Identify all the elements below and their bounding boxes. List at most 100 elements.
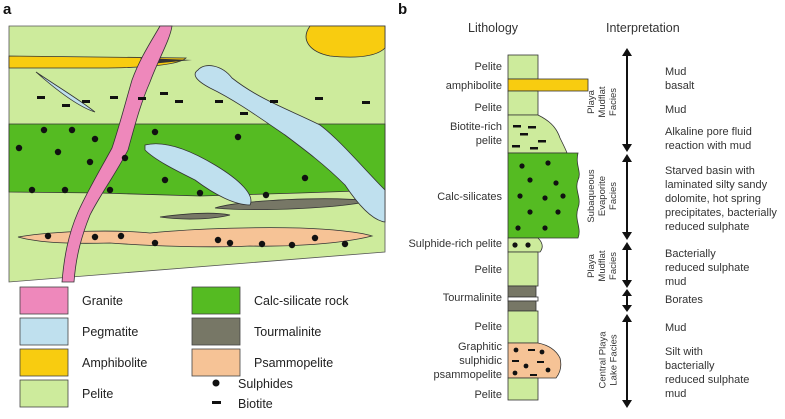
interp-label-silt: Silt with <box>665 346 703 358</box>
interp-label-alkaline: reaction with mud <box>665 140 751 152</box>
legend-label-tourmalinite: Tourmalinite <box>254 325 321 339</box>
column-pelite-1 <box>507 54 539 80</box>
column-sulphide-pelite <box>507 237 543 253</box>
legend-label-biotite: Biotite <box>238 397 273 411</box>
facies-line: Facies <box>608 252 619 280</box>
psammopelite-band <box>17 227 374 248</box>
interp-label-starved: precipitates, bacterially <box>665 207 777 219</box>
legend-swatch-pegmatite <box>19 317 69 346</box>
panel-a-label: a <box>3 1 12 18</box>
column-amphibolite <box>507 78 589 92</box>
interp-label-bacterial: mud <box>665 276 686 288</box>
legend-swatch-amphibolite <box>19 348 69 377</box>
lith-label-sulphide_pelite: Sulphide-rich pelite <box>408 238 502 250</box>
lithology-labels: PeliteamphibolitePeliteBiotite-richpelit… <box>408 61 502 401</box>
legend-label-pelite: Pelite <box>82 387 113 401</box>
legend-label-granite: Granite <box>82 294 123 308</box>
interp-label-mud2: Mud <box>665 322 686 334</box>
lith-label-pelite1: Pelite <box>474 61 502 73</box>
facies-line: Mudflat <box>597 250 608 282</box>
column-calc-dots <box>515 160 566 231</box>
pegmatite-body-large <box>194 65 386 223</box>
interp-label-bacterial: Bacterially <box>665 248 716 260</box>
interp-label-silt: reduced sulphate <box>665 374 749 386</box>
column-pelite-3 <box>507 251 539 287</box>
column-tourmalinite-lower <box>507 300 537 312</box>
column-tourmalinite-white <box>507 296 539 302</box>
biotite-dashes <box>37 92 370 115</box>
interp-label-alkaline: Alkaline pore fluid <box>665 126 752 138</box>
interp-label-mud_basalt: Mud <box>665 66 686 78</box>
facies-line: Playa <box>586 89 597 113</box>
lith-label-graphitic: psammopelite <box>434 369 502 381</box>
legend-label-amphibolite: Amphibolite <box>82 356 147 370</box>
facies-line: Evaporite <box>597 176 608 216</box>
lith-label-amphibolite: amphibolite <box>446 80 502 92</box>
column-calc-silicates <box>507 152 580 239</box>
facies-line: Playa <box>586 253 597 277</box>
facies-arrows <box>622 48 632 408</box>
legend-symbol-biotite <box>212 401 221 404</box>
legend-swatch-tourmalinite <box>191 317 241 346</box>
column-biotite-pelite <box>507 114 568 154</box>
interp-label-starved: laminated silty sandy <box>665 179 768 191</box>
lith-label-tourmalinite: Tourmalinite <box>443 292 502 304</box>
column-pelite-5 <box>507 377 539 401</box>
column-tourmalinite <box>507 285 537 298</box>
facies-line: Facies <box>608 88 619 116</box>
sulphide-dots <box>15 126 349 249</box>
legend-swatch-psammopelite <box>191 348 241 377</box>
column-psammopelite-marks <box>512 347 551 376</box>
pegmatite-vein-thin <box>35 71 96 113</box>
lith-label-graphitic: sulphidic <box>459 355 502 367</box>
legend-label-pegmatite: Pegmatite <box>82 325 138 339</box>
legend-swatch-pelite <box>19 379 69 408</box>
legend-label-calc_silicate: Calc-silicate rock <box>254 294 349 308</box>
legend-label-psammopelite: Psammopelite <box>254 356 333 370</box>
interp-label-silt: mud <box>665 388 686 400</box>
interp-label-starved: reduced sulphate <box>665 221 749 233</box>
interp-label-borates: Borates <box>665 294 703 306</box>
lith-label-biotite_pelite: pelite <box>476 135 502 147</box>
tourmalinite-lens-2 <box>159 212 231 220</box>
facies-line: Mudflat <box>597 86 608 118</box>
column-pelite-4 <box>507 310 539 344</box>
geological-map <box>8 25 386 283</box>
legend-symbol-sulphides <box>212 379 220 387</box>
legend-swatch-granite <box>19 286 69 315</box>
facies-line: Lake Facies <box>609 334 620 385</box>
interp-label-silt: bacterially <box>665 360 715 372</box>
interp-label-mud_basalt: basalt <box>665 80 694 92</box>
panel-b-label: b <box>398 1 407 18</box>
interp-label-mud1: Mud <box>665 104 686 116</box>
granite-dyke <box>61 25 173 283</box>
stratigraphic-column <box>507 54 589 401</box>
lithology-header: Lithology <box>468 21 519 35</box>
amphibolite-lens-top <box>305 25 386 58</box>
column-sulphide-dots <box>512 242 531 248</box>
column-biotite-dashes <box>512 125 546 150</box>
lith-label-calc: Calc-silicates <box>437 191 502 203</box>
facies-line: Facies <box>608 182 619 210</box>
legend-label-sulphides: Sulphides <box>238 377 293 391</box>
facies-line: Subaqueous <box>586 169 597 223</box>
interp-label-starved: Starved basin with <box>665 165 755 177</box>
lith-label-pelite2: Pelite <box>474 102 502 114</box>
column-pelite-2 <box>507 90 539 116</box>
lith-label-graphitic: Graphitic <box>458 341 503 353</box>
facies-line: Central Playa <box>598 331 609 389</box>
legend-swatch-calc_silicate <box>191 286 241 315</box>
interp-label-starved: dolomite, hot spring <box>665 193 761 205</box>
lith-label-biotite_pelite: Biotite-rich <box>450 121 502 133</box>
lith-label-pelite4: Pelite <box>474 321 502 333</box>
lith-label-pelite5: Pelite <box>474 389 502 401</box>
lith-label-pelite3: Pelite <box>474 264 502 276</box>
